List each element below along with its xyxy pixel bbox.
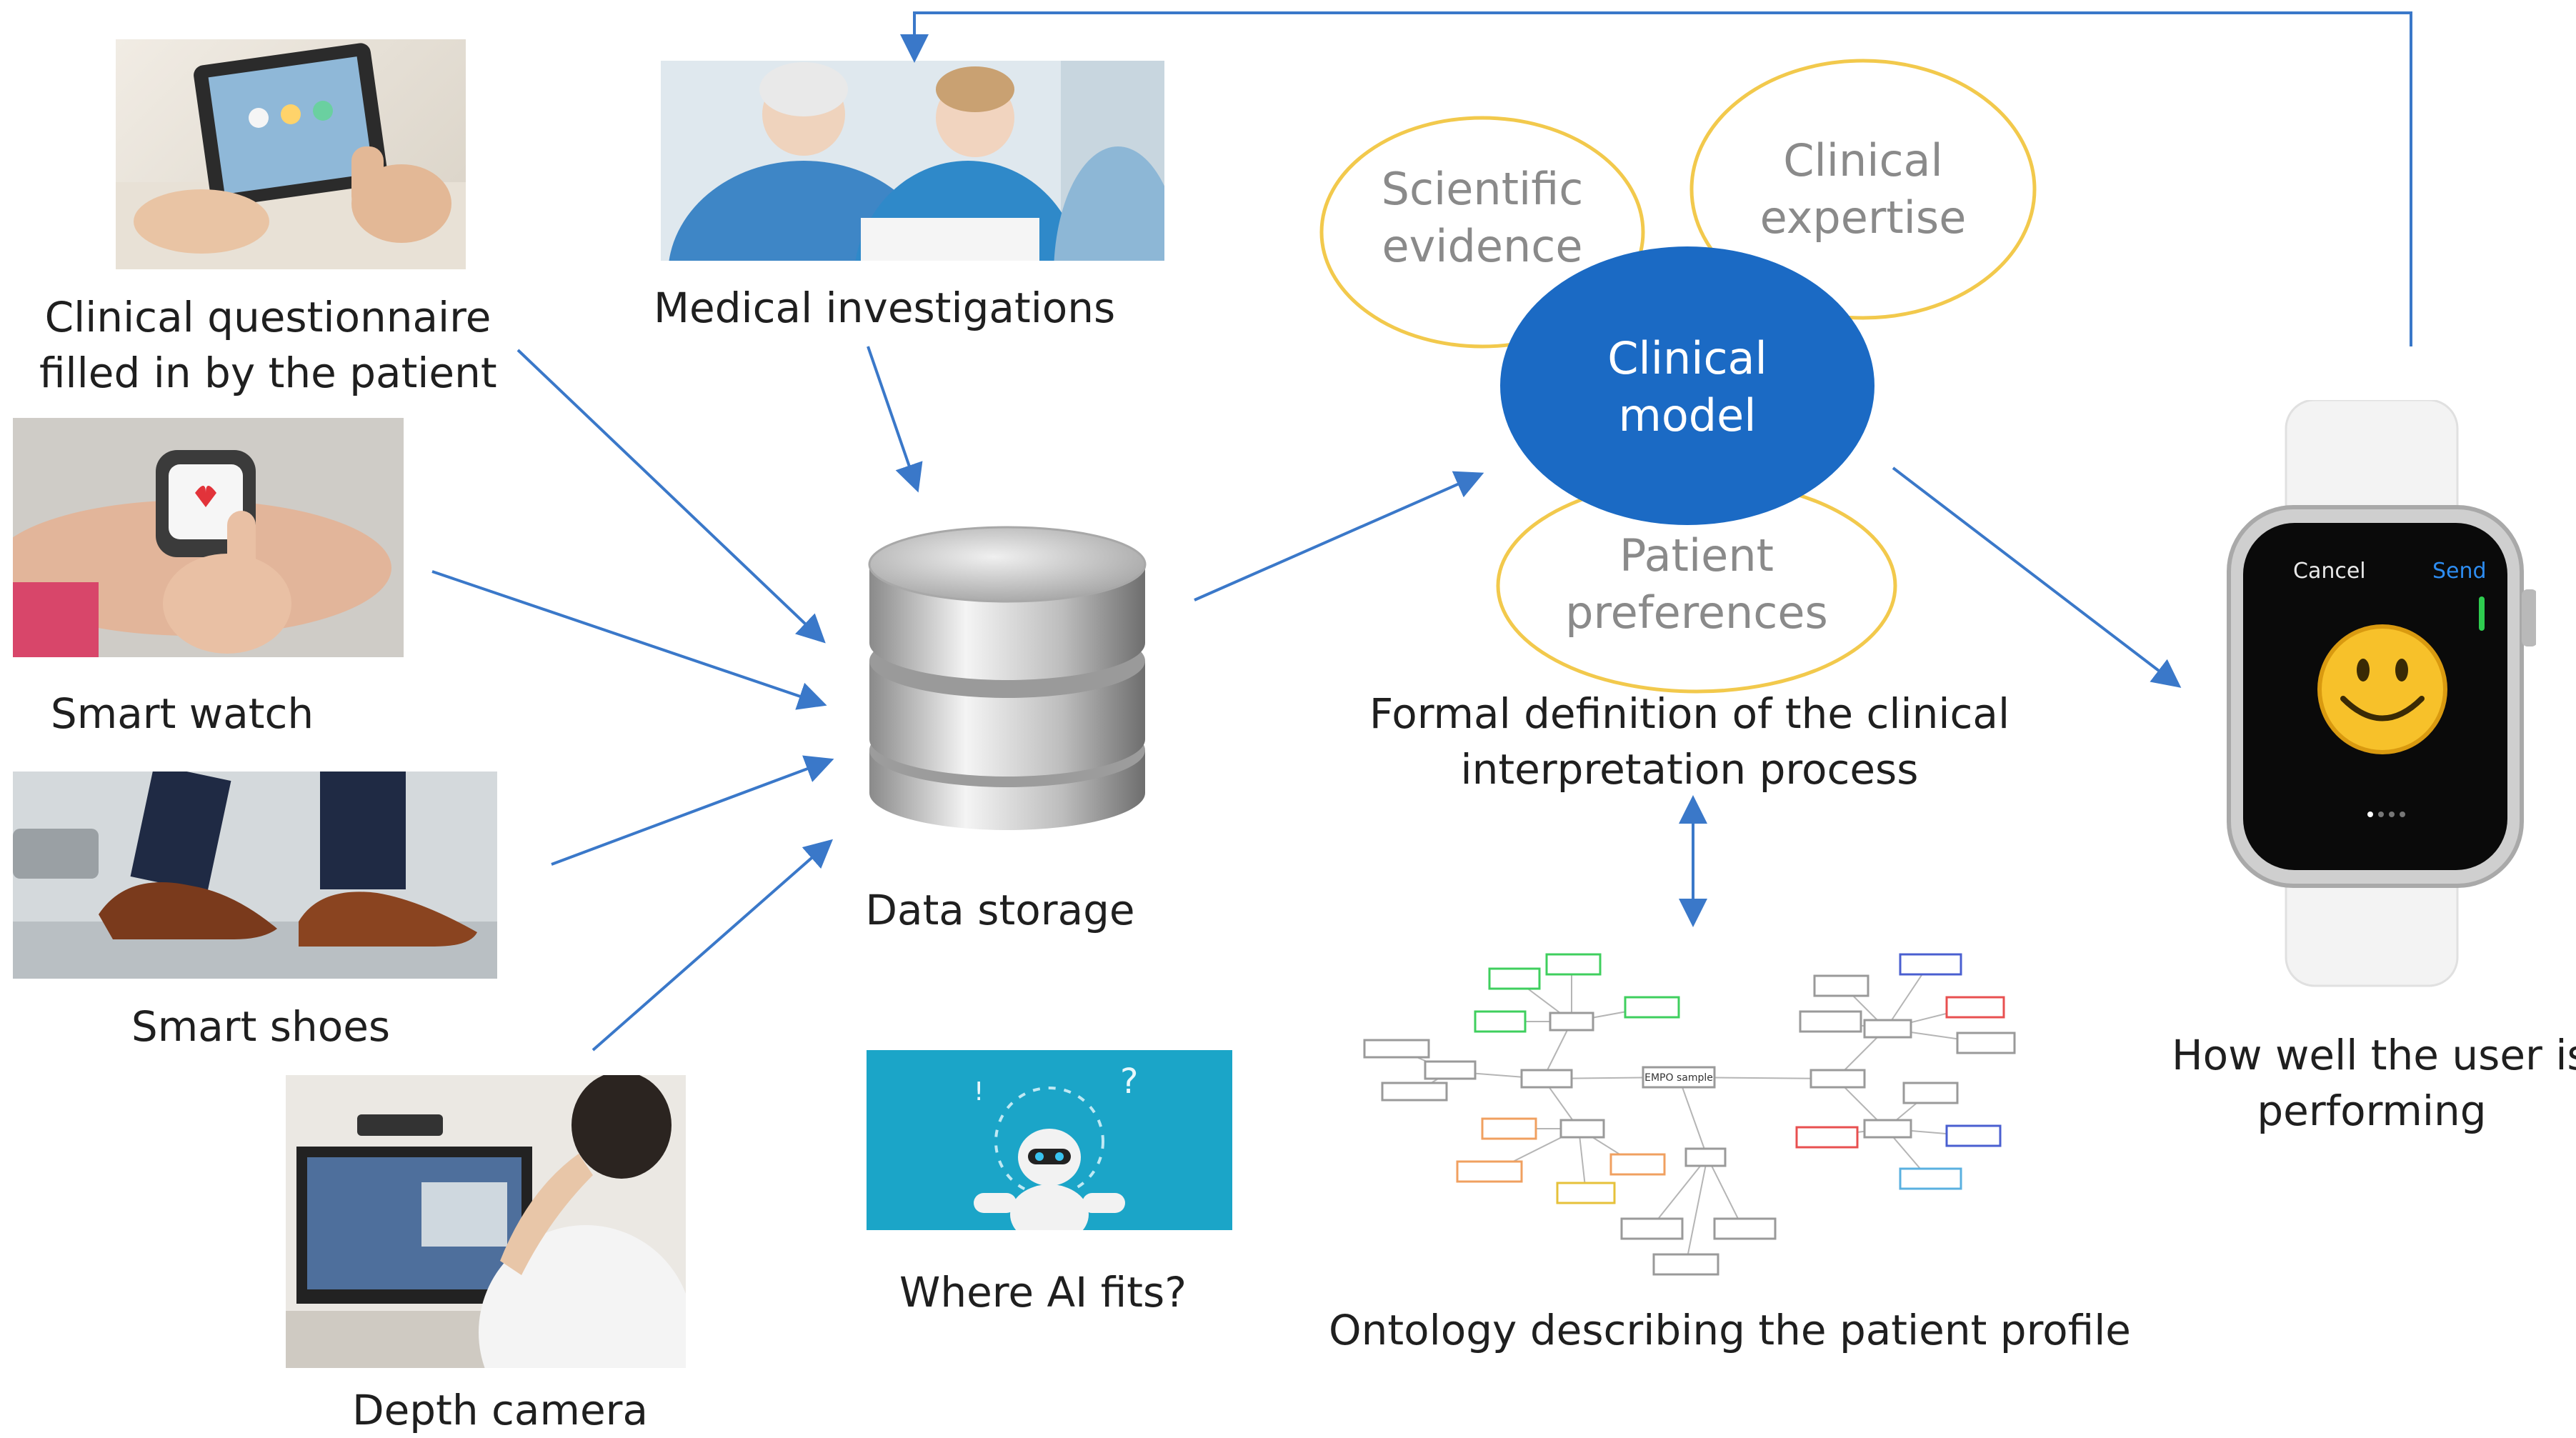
database-icon <box>868 526 1147 830</box>
smart-watch-caption: Smart watch <box>50 689 314 738</box>
ai-caption: Where AI fits? <box>899 1268 1187 1317</box>
apple-watch: Cancel Send <box>2207 400 2536 993</box>
medical-investigations-photo <box>661 61 1164 261</box>
arrow-model-watch <box>1892 466 2182 688</box>
arrow-smartshoes <box>551 755 834 866</box>
ontology-caption: Ontology describing the patient profile <box>1329 1306 2131 1354</box>
ontology-graph: EMPO sample <box>1363 953 2016 1276</box>
data-storage-caption: Data storage <box>865 886 1135 934</box>
arrow-depthcamera <box>591 839 834 1052</box>
arrow-medical <box>867 346 923 493</box>
svg-text:?: ? <box>1120 1062 1138 1102</box>
smart-shoes-photo <box>13 772 497 979</box>
arrow-storage-model <box>1194 471 1484 601</box>
svg-text:!: ! <box>974 1077 984 1107</box>
arrow-feedback-loop <box>900 11 2412 346</box>
clinical-expertise-ellipse <box>1689 59 2037 320</box>
watch-cancel-label[interactable]: Cancel <box>2293 559 2366 584</box>
medical-investigations-caption: Medical investigations <box>654 284 1116 332</box>
arrow-smartwatch <box>431 570 827 710</box>
arrow-questionnaire <box>516 349 826 644</box>
depth-camera-caption: Depth camera <box>351 1386 649 1434</box>
watch-send-label[interactable]: Send <box>2432 559 2487 584</box>
depth-camera-photo <box>286 1075 686 1368</box>
clinical-model-ellipse <box>1500 246 1874 525</box>
tablet-photo <box>116 39 466 269</box>
ontology-root-label: EMPO sample <box>1644 1072 1713 1084</box>
ai-robot-image: ? ! <box>867 1050 1232 1230</box>
smart-watch-photo <box>13 418 404 657</box>
smart-shoes-caption: Smart shoes <box>131 1002 391 1051</box>
